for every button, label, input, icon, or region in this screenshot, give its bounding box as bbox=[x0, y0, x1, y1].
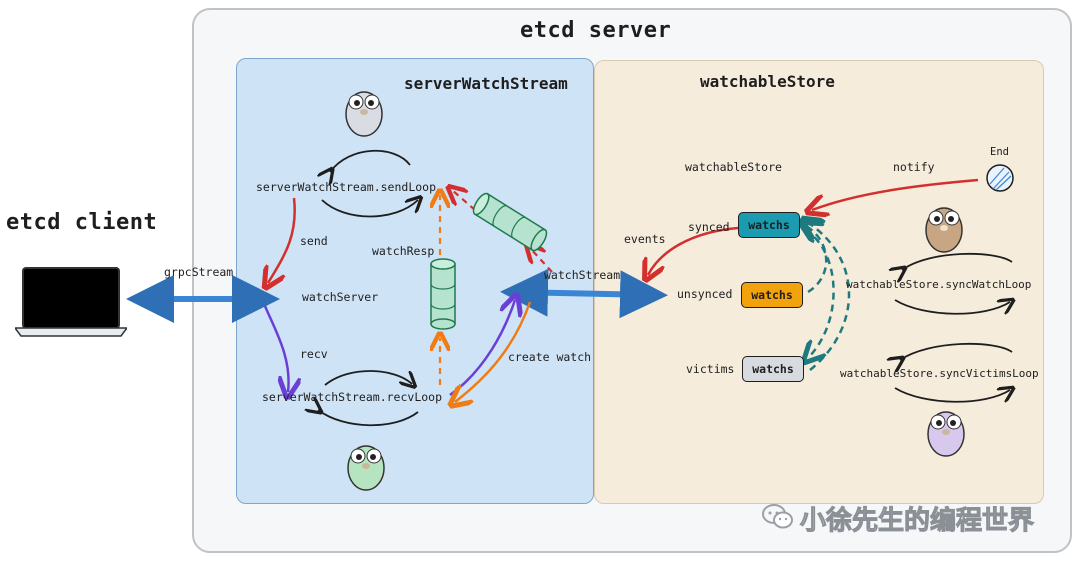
queue-icon bbox=[430, 258, 456, 330]
watermark-text: 小徐先生的编程世界 bbox=[799, 506, 1035, 537]
queue-icon bbox=[472, 192, 548, 252]
send-label: send bbox=[300, 234, 328, 248]
unsynced-watchs-box: watchs bbox=[741, 282, 803, 308]
wechat-icon bbox=[762, 503, 794, 534]
recv-loop-label: serverWatchStream.recvLoop bbox=[262, 390, 443, 404]
watch-server-label: watchServer bbox=[302, 290, 379, 304]
watch-resp-label: watchResp bbox=[372, 244, 435, 258]
watermark: 小徐先生的编程世界 bbox=[762, 500, 1035, 537]
send-loop-label: serverWatchStream.sendLoop bbox=[256, 180, 437, 194]
ws-title: watchableStore bbox=[700, 72, 835, 91]
sws-title: serverWatchStream bbox=[404, 74, 568, 93]
victims-label: victims bbox=[686, 362, 735, 376]
end-label: End bbox=[990, 146, 1009, 158]
events-label: events bbox=[624, 232, 666, 246]
sync-victims-loop-label: watchableStore.syncVictimsLoop bbox=[840, 367, 1039, 380]
unsynced-label: unsynced bbox=[677, 287, 733, 301]
recv-label: recv bbox=[300, 347, 328, 361]
end-circle bbox=[986, 164, 1014, 192]
victims-watchs-box: watchs bbox=[742, 356, 804, 382]
laptop-icon bbox=[15, 266, 127, 338]
watch-stream-label: watchStream bbox=[544, 268, 621, 282]
synced-label: synced bbox=[688, 220, 730, 234]
watch-stream-bar bbox=[500, 268, 668, 319]
server-title: etcd server bbox=[520, 18, 672, 43]
client-title: etcd client bbox=[6, 210, 158, 235]
notify-label: notify bbox=[893, 160, 935, 174]
sync-watch-loop-label: watchableStore.syncWatchLoop bbox=[846, 278, 1032, 291]
synced-watchs-box: watchs bbox=[738, 212, 800, 238]
create-watch-label: create watch bbox=[508, 350, 592, 364]
grpc-stream-label: grpcStream bbox=[164, 265, 234, 279]
watchable-store-label: watchableStore bbox=[685, 160, 782, 174]
